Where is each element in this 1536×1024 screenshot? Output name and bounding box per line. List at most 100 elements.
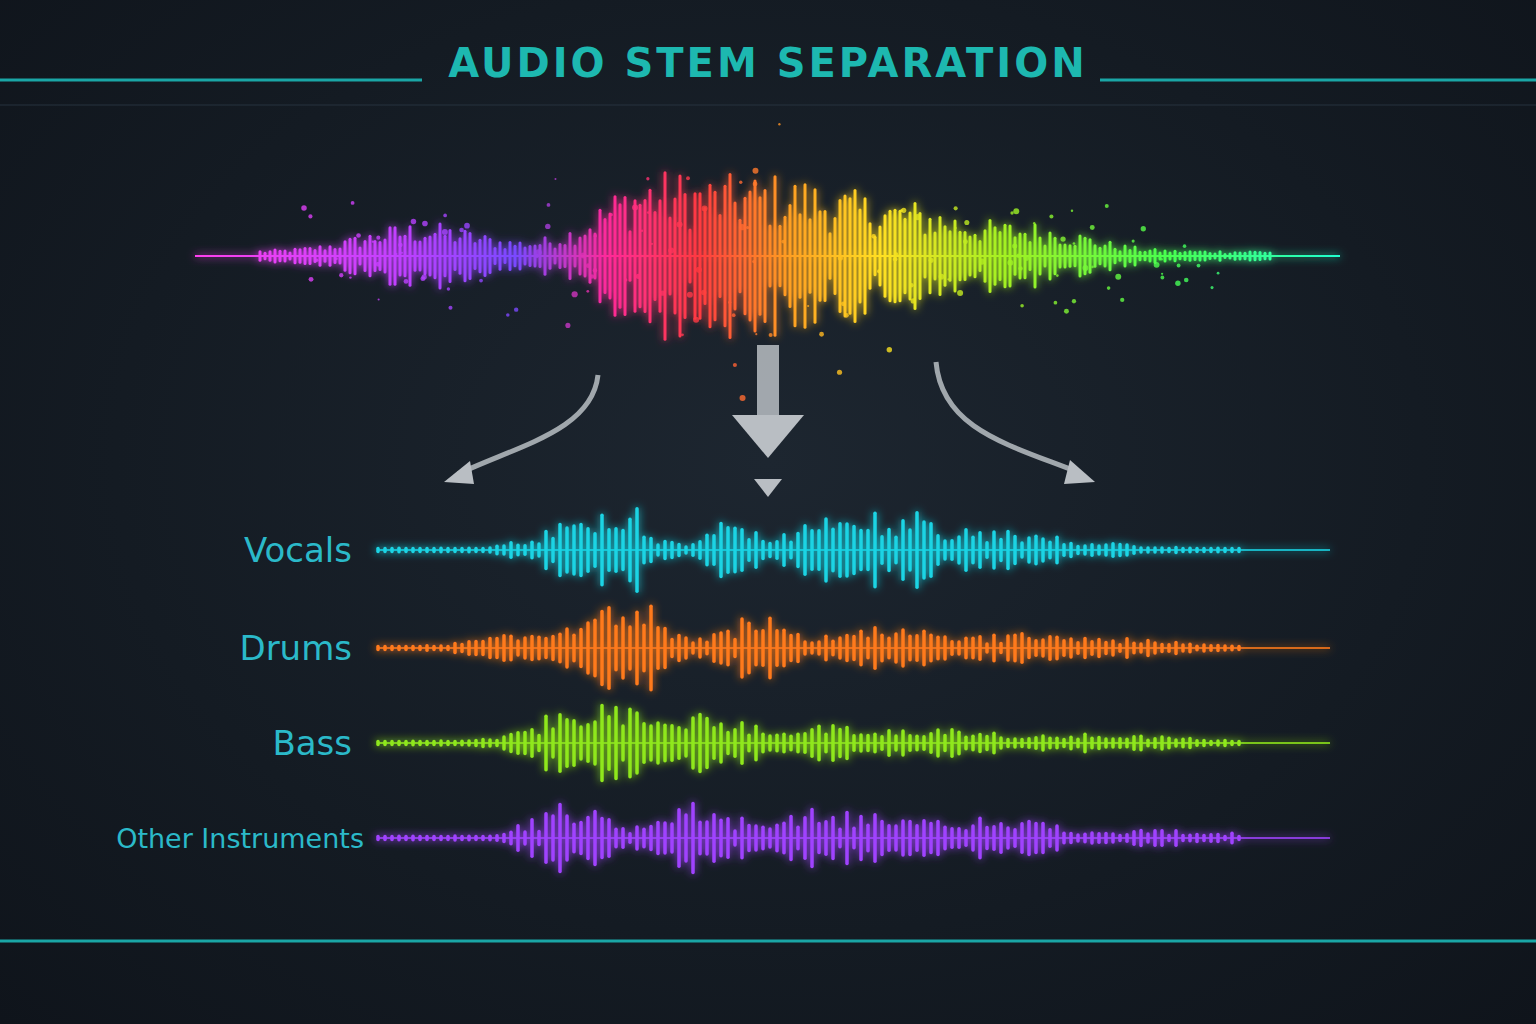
stem-waveform bbox=[378, 509, 1330, 591]
particle bbox=[1107, 286, 1111, 290]
particle bbox=[871, 234, 876, 239]
wave-bar bbox=[1013, 830, 1017, 847]
wave-bar bbox=[1244, 253, 1247, 258]
wave-bar bbox=[1153, 643, 1157, 653]
wave-bar bbox=[919, 213, 922, 298]
wave-bar bbox=[654, 213, 657, 300]
wave-bar bbox=[418, 742, 422, 745]
wave-bar bbox=[992, 532, 996, 568]
wave-bar bbox=[411, 741, 415, 745]
wave-bar bbox=[432, 837, 436, 840]
wave-bar bbox=[446, 742, 450, 745]
wave-bar bbox=[887, 638, 891, 657]
arrow-curve bbox=[458, 375, 598, 474]
particle bbox=[781, 240, 785, 244]
wave-bar bbox=[664, 173, 667, 340]
wave-bar bbox=[1229, 254, 1232, 258]
wave-bar bbox=[684, 638, 688, 658]
wave-bar bbox=[814, 190, 817, 322]
wave-bar bbox=[747, 540, 751, 561]
wave-bar bbox=[1237, 646, 1241, 649]
wave-bar bbox=[1083, 638, 1087, 657]
particle bbox=[610, 213, 613, 216]
wave-bar bbox=[994, 228, 997, 285]
wave-bar bbox=[619, 205, 622, 308]
particle bbox=[315, 258, 319, 262]
particle bbox=[1073, 242, 1076, 245]
particle bbox=[877, 269, 881, 273]
wave-bar bbox=[600, 706, 604, 781]
wave-bar bbox=[1160, 645, 1164, 652]
particle bbox=[1115, 274, 1121, 280]
wave-bar bbox=[649, 606, 653, 690]
particle bbox=[398, 243, 403, 248]
wave-bar bbox=[376, 549, 380, 552]
wave-bar bbox=[274, 250, 277, 262]
wave-bar bbox=[789, 542, 793, 557]
frame-line bbox=[0, 105, 1536, 106]
wave-bar bbox=[607, 820, 611, 856]
wave-bar bbox=[1125, 545, 1129, 555]
wave-bar bbox=[1006, 739, 1010, 746]
wave-bar bbox=[1153, 739, 1157, 748]
wave-bar bbox=[943, 541, 947, 559]
particle bbox=[590, 274, 595, 279]
wave-bar bbox=[509, 242, 512, 269]
wave-bar bbox=[929, 734, 933, 753]
wave-bar bbox=[439, 741, 443, 745]
particle bbox=[1071, 209, 1073, 211]
particle bbox=[586, 263, 591, 268]
wave-bar bbox=[614, 708, 618, 779]
wave-bar bbox=[831, 641, 835, 654]
wave-bar bbox=[453, 836, 457, 840]
wave-bar bbox=[1209, 646, 1213, 651]
particle bbox=[887, 347, 892, 352]
wave-bar bbox=[873, 628, 877, 668]
wave-bar bbox=[971, 736, 975, 750]
wave-bar bbox=[494, 249, 497, 264]
wave-bar bbox=[794, 186, 797, 326]
wave-bar bbox=[1249, 252, 1252, 260]
particle bbox=[1160, 276, 1164, 280]
particle bbox=[1105, 204, 1109, 208]
wave-bar bbox=[775, 542, 779, 559]
wave-bar bbox=[852, 828, 856, 847]
wave-bar bbox=[1202, 645, 1206, 651]
wave-bar bbox=[1020, 739, 1024, 746]
wave-bar bbox=[845, 728, 849, 759]
wave-bar bbox=[453, 549, 457, 552]
wave-bar bbox=[446, 549, 450, 552]
wave-bar bbox=[901, 630, 905, 666]
wave-bar bbox=[614, 529, 618, 571]
wave-bar bbox=[1027, 821, 1031, 854]
wave-bar bbox=[824, 822, 828, 855]
wave-bar bbox=[467, 741, 471, 745]
wave-bar bbox=[1160, 548, 1164, 552]
wave-bar bbox=[784, 217, 787, 294]
particle bbox=[964, 220, 969, 225]
wave-bar bbox=[747, 735, 751, 750]
wave-bar bbox=[789, 736, 793, 750]
wave-bar bbox=[740, 818, 744, 857]
wave-bar bbox=[418, 549, 422, 552]
wave-bar bbox=[502, 737, 506, 749]
wave-bar bbox=[1089, 240, 1092, 273]
wave-bar bbox=[572, 721, 576, 765]
wave-bar bbox=[474, 549, 478, 552]
wave-bar bbox=[824, 636, 828, 660]
wave-bar bbox=[488, 836, 492, 839]
wave-bar bbox=[999, 738, 1003, 748]
wave-bar bbox=[404, 236, 407, 275]
wave-bar bbox=[684, 730, 688, 756]
wave-bar bbox=[1199, 252, 1202, 260]
wave-bar bbox=[889, 211, 892, 300]
wave-bar bbox=[950, 730, 954, 756]
wave-bar bbox=[809, 220, 812, 292]
wave-bar bbox=[464, 231, 467, 280]
wave-bar bbox=[852, 527, 856, 574]
wave-bar bbox=[1124, 246, 1127, 266]
wave-bar bbox=[339, 249, 342, 263]
particle bbox=[939, 274, 945, 280]
wave-bar bbox=[1216, 645, 1220, 650]
wave-bar bbox=[1209, 549, 1213, 552]
